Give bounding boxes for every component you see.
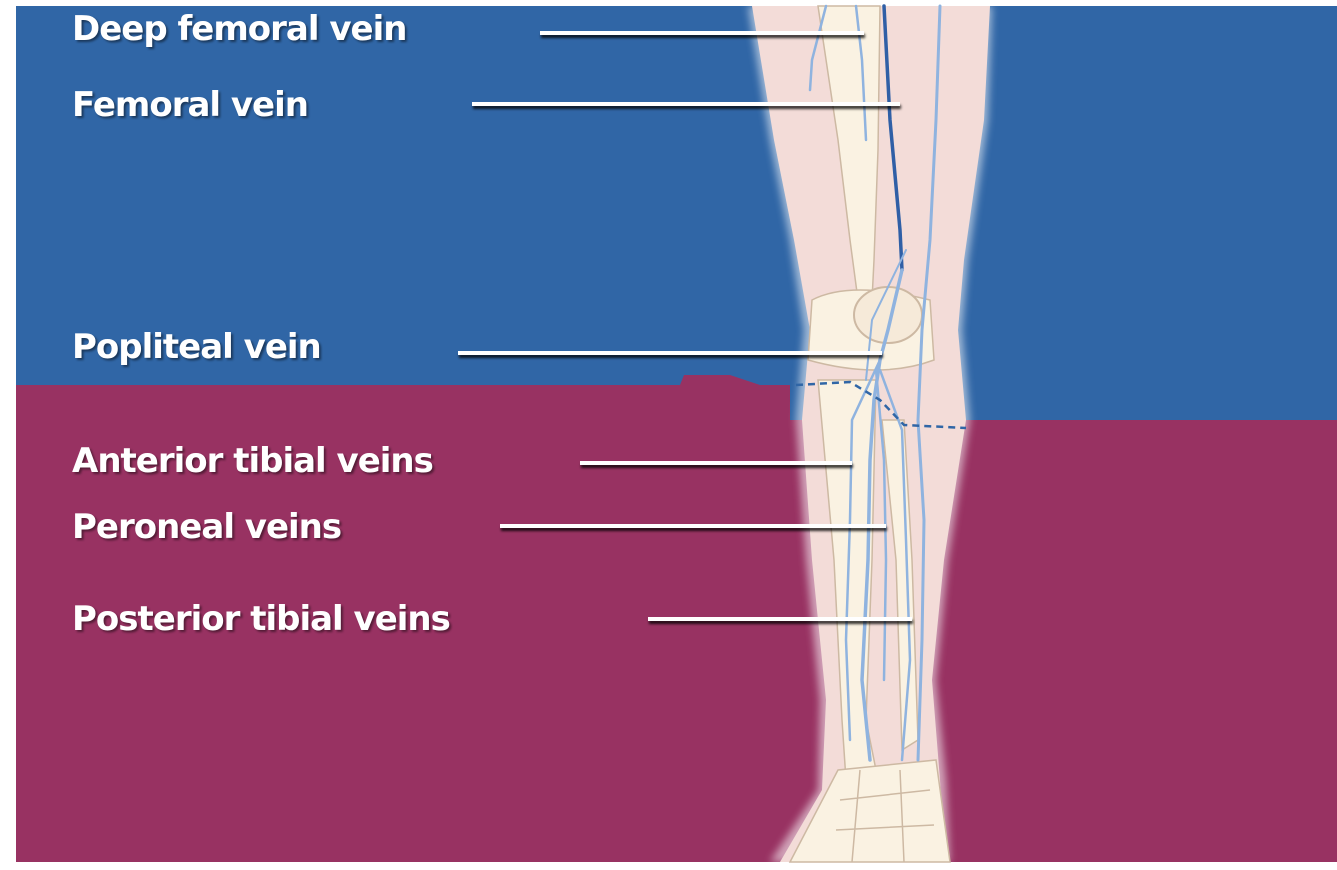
label-anterior-tibial-veins: Anterior tibial veins [72, 444, 433, 478]
label-popliteal-vein: Popliteal vein [72, 330, 321, 364]
label-femoral-vein: Femoral vein [72, 88, 308, 122]
label-posterior-tibial-veins: Posterior tibial veins [72, 602, 450, 636]
label-deep-femoral-vein: Deep femoral vein [72, 12, 406, 46]
label-peroneal-veins: Peroneal veins [72, 510, 341, 544]
